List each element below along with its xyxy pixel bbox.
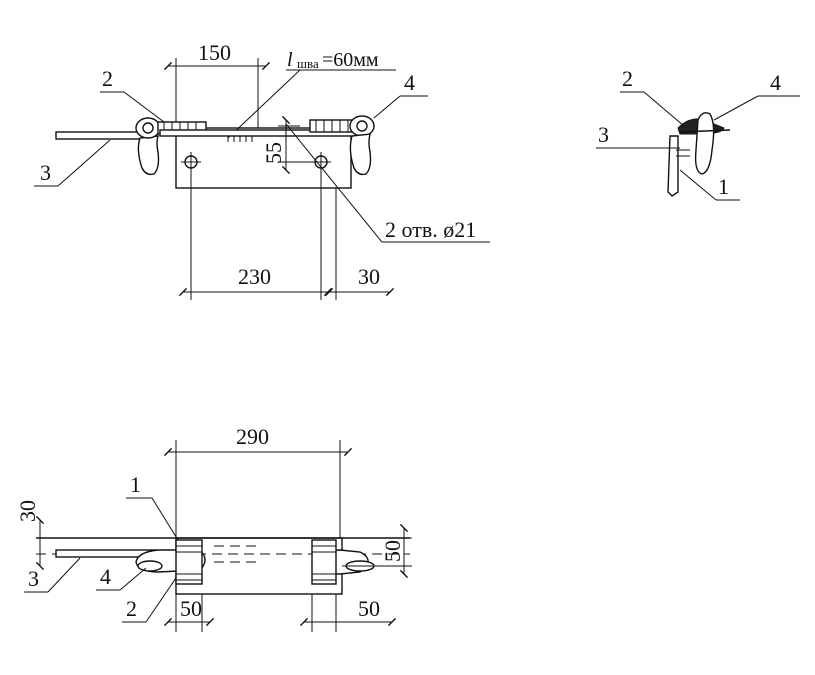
bottom-right-strip [311, 539, 337, 585]
callout-4-bottom: 4 [100, 564, 111, 589]
side-plate [667, 135, 679, 197]
left-clamp-grip [137, 135, 160, 176]
callout-2-side: 2 [622, 66, 633, 91]
callout-2-top: 2 [102, 66, 113, 91]
dim-30-left: 30 [15, 500, 40, 522]
callout-3-side: 3 [598, 122, 609, 147]
top-view: 150 l шва =60мм [34, 40, 490, 300]
dim-30-top: 30 [358, 264, 380, 289]
callout-1-side: 1 [718, 174, 729, 199]
callout-1-bottom: 1 [130, 472, 141, 497]
weld-label-l: l [287, 49, 293, 71]
callout-3-top: 3 [40, 160, 51, 185]
dim-50-right: 50 [380, 540, 405, 562]
dim-150: 150 [198, 40, 231, 65]
callout-2-bottom: 2 [126, 596, 137, 621]
dim-230: 230 [238, 264, 271, 289]
dim-55: 55 [261, 142, 286, 164]
callout-4-top: 4 [404, 70, 415, 95]
right-clamp-grip [349, 133, 372, 176]
holes-note: 2 отв. ø21 [385, 217, 476, 242]
callout-3-bottom: 3 [28, 566, 39, 591]
bottom-left-strip [175, 539, 203, 585]
side-hook [694, 112, 715, 175]
weld-label-value: =60мм [322, 49, 379, 71]
dim-50-bottom-right: 50 [358, 596, 380, 621]
side-view: 2 4 3 1 [596, 66, 800, 201]
weld-label-sub: шва [297, 56, 319, 71]
dim-50-bottom-left: 50 [180, 596, 202, 621]
bottom-view: 290 30 [15, 424, 412, 632]
callout-4-side: 4 [770, 70, 781, 95]
dim-290: 290 [236, 424, 269, 449]
